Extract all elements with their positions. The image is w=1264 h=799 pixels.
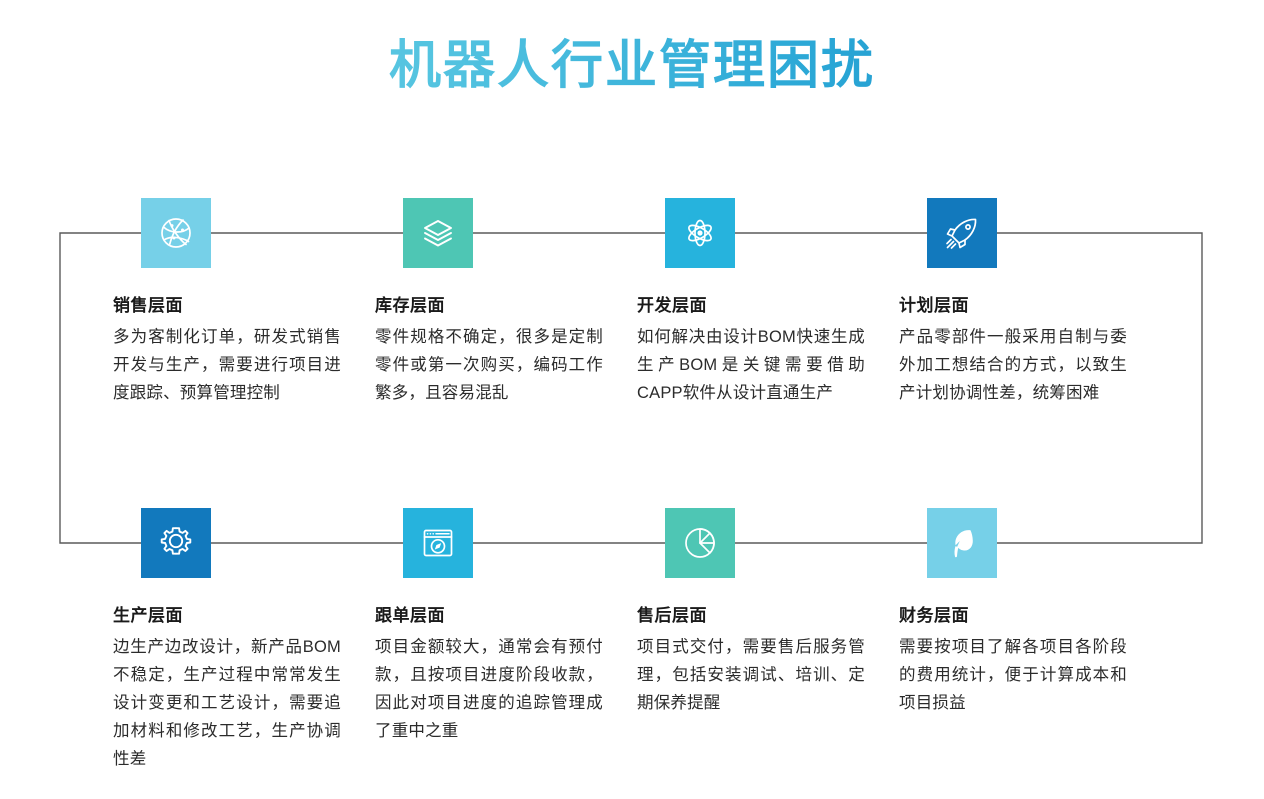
card-production: 生产层面 边生产边改设计，新产品BOM不稳定，生产过程中常常发生设计变更和工艺设…: [113, 508, 355, 773]
card-title: 库存层面: [375, 296, 445, 315]
card-finance: 财务层面 需要按项目了解各项目各阶段的费用统计，便于计算成本和项目损益: [899, 508, 1141, 717]
card-title: 跟单层面: [375, 606, 445, 625]
card-body: 零件规格不确定，很多是定制零件或第一次购买，编码工作繁多，且容易混乱: [375, 328, 603, 402]
card-body: 产品零部件一般采用自制与委外加工想结合的方式，以致生产计划协调性差，统筹困难: [899, 328, 1127, 402]
card-development: 开发层面 如何解决由设计BOM快速生成生产BOM是关键需要借助CAPP软件从设计…: [637, 198, 879, 407]
card-body: 项目式交付，需要售后服务管理，包括安装调试、培训、定期保养提醒: [637, 638, 865, 712]
card-body: 项目金额较大，通常会有预付款，且按项目进度阶段收款，因此对项目进度的追踪管理成了…: [375, 638, 603, 740]
card-title: 计划层面: [899, 296, 969, 315]
card-title: 财务层面: [899, 606, 969, 625]
card-order-tracking: 跟单层面 项目金额较大，通常会有预付款，且按项目进度阶段收款，因此对项目进度的追…: [375, 508, 617, 745]
card-title: 售后层面: [637, 606, 707, 625]
gear-icon: [141, 508, 211, 578]
page-title: 机器人行业管理困扰: [0, 34, 1264, 98]
card-title: 开发层面: [637, 296, 707, 315]
card-title: 销售层面: [113, 296, 183, 315]
globe-network-icon: [141, 198, 211, 268]
card-planning: 计划层面 产品零部件一般采用自制与委外加工想结合的方式，以致生产计划协调性差，统…: [899, 198, 1141, 407]
atom-icon: [665, 198, 735, 268]
card-after-sales: 售后层面 项目式交付，需要售后服务管理，包括安装调试、培训、定期保养提醒: [637, 508, 879, 717]
card-body: 多为客制化订单，研发式销售开发与生产，需要进行项目进度跟踪、预算管理控制: [113, 328, 341, 402]
pie-chart-icon: [665, 508, 735, 578]
feather-icon: [927, 508, 997, 578]
card-sales: 销售层面 多为客制化订单，研发式销售开发与生产，需要进行项目进度跟踪、预算管理控…: [113, 198, 355, 407]
card-body: 需要按项目了解各项目各阶段的费用统计，便于计算成本和项目损益: [899, 638, 1127, 712]
rocket-icon: [927, 198, 997, 268]
layers-stack-icon: [403, 198, 473, 268]
browser-compass-icon: [403, 508, 473, 578]
card-inventory: 库存层面 零件规格不确定，很多是定制零件或第一次购买，编码工作繁多，且容易混乱: [375, 198, 617, 407]
card-body: 边生产边改设计，新产品BOM不稳定，生产过程中常常发生设计变更和工艺设计，需要追…: [113, 638, 341, 768]
card-title: 生产层面: [113, 606, 183, 625]
card-body: 如何解决由设计BOM快速生成生产BOM是关键需要借助CAPP软件从设计直通生产: [637, 328, 865, 402]
